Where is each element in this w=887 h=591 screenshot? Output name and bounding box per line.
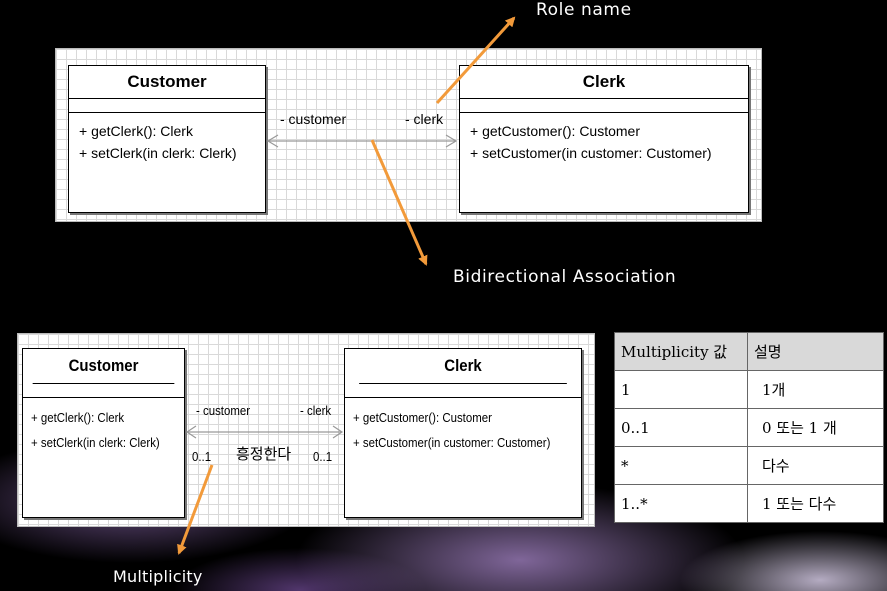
bottom-multiplicity-right: 0..1 [313, 449, 333, 464]
table-cell: 1..* [614, 484, 748, 523]
table-header-row: Multiplicity 값 설명 [614, 332, 884, 371]
class-attributes [460, 99, 748, 113]
table-row: * 다수 [614, 446, 884, 485]
table-cell: * [614, 446, 748, 485]
operation: + getClerk(): Clerk [79, 123, 193, 139]
class-attributes [69, 99, 265, 113]
operation: + setCustomer(in customer: Customer) [470, 145, 712, 161]
bottom-clerk-class: Clerk + getCustomer(): Customer + setCus… [344, 348, 582, 518]
bottom-multiplicity-left: 0..1 [192, 449, 212, 464]
class-name: Customer [69, 66, 265, 99]
multiplicity-table: Multiplicity 값 설명 1 1개 0..1 0 또는 1 개 * 다… [614, 332, 884, 523]
top-role-clerk: - clerk [405, 111, 444, 127]
table-row: 0..1 0 또는 1 개 [614, 408, 884, 447]
table-cell: 0 또는 1 개 [747, 408, 884, 447]
class-name: Clerk [460, 66, 748, 99]
annotation-role-name: Role name [536, 0, 632, 20]
table-cell: 1 [614, 370, 748, 409]
bottom-role-customer: - customer [196, 403, 251, 418]
table-row: 1..* 1 또는 다수 [614, 484, 884, 523]
bottom-customer-class: Customer + getClerk(): Clerk + setClerk(… [22, 348, 185, 518]
top-customer-class: Customer + getClerk(): Clerk + setClerk(… [68, 65, 266, 213]
bottom-role-clerk: - clerk [300, 403, 332, 418]
table-cell: 1개 [747, 370, 884, 409]
class-name: Clerk [359, 349, 567, 384]
annotation-bidirectional-association: Bidirectional Association [453, 267, 677, 287]
class-operations: + getCustomer(): Customer + setCustomer(… [345, 398, 581, 455]
class-attributes [345, 384, 581, 398]
table-cell: 0..1 [614, 408, 748, 447]
class-name: Customer [32, 349, 175, 384]
table-header: 설명 [747, 332, 884, 371]
table-cell: 1 또는 다수 [747, 484, 884, 523]
class-operations: + getClerk(): Clerk + setClerk(in clerk:… [69, 113, 265, 164]
annotation-multiplicity: Multiplicity [113, 567, 203, 586]
table-cell: 다수 [747, 446, 884, 485]
operation: + getClerk(): Clerk [31, 410, 125, 425]
class-operations: + getClerk(): Clerk + setClerk(in clerk:… [23, 398, 184, 455]
operation: + getCustomer(): Customer [470, 123, 640, 139]
association-name: 흥정한다 [236, 446, 292, 463]
operation: + setCustomer(in customer: Customer) [353, 435, 551, 450]
class-operations: + getCustomer(): Customer + setCustomer(… [460, 113, 748, 164]
operation: + setClerk(in clerk: Clerk) [79, 145, 237, 161]
class-attributes [23, 384, 184, 398]
operation: + getCustomer(): Customer [353, 410, 492, 425]
top-role-customer: - customer [280, 111, 347, 127]
operation: + setClerk(in clerk: Clerk) [31, 435, 160, 450]
table-header: Multiplicity 값 [614, 332, 748, 371]
table-row: 1 1개 [614, 370, 884, 409]
top-clerk-class: Clerk + getCustomer(): Customer + setCus… [459, 65, 749, 213]
